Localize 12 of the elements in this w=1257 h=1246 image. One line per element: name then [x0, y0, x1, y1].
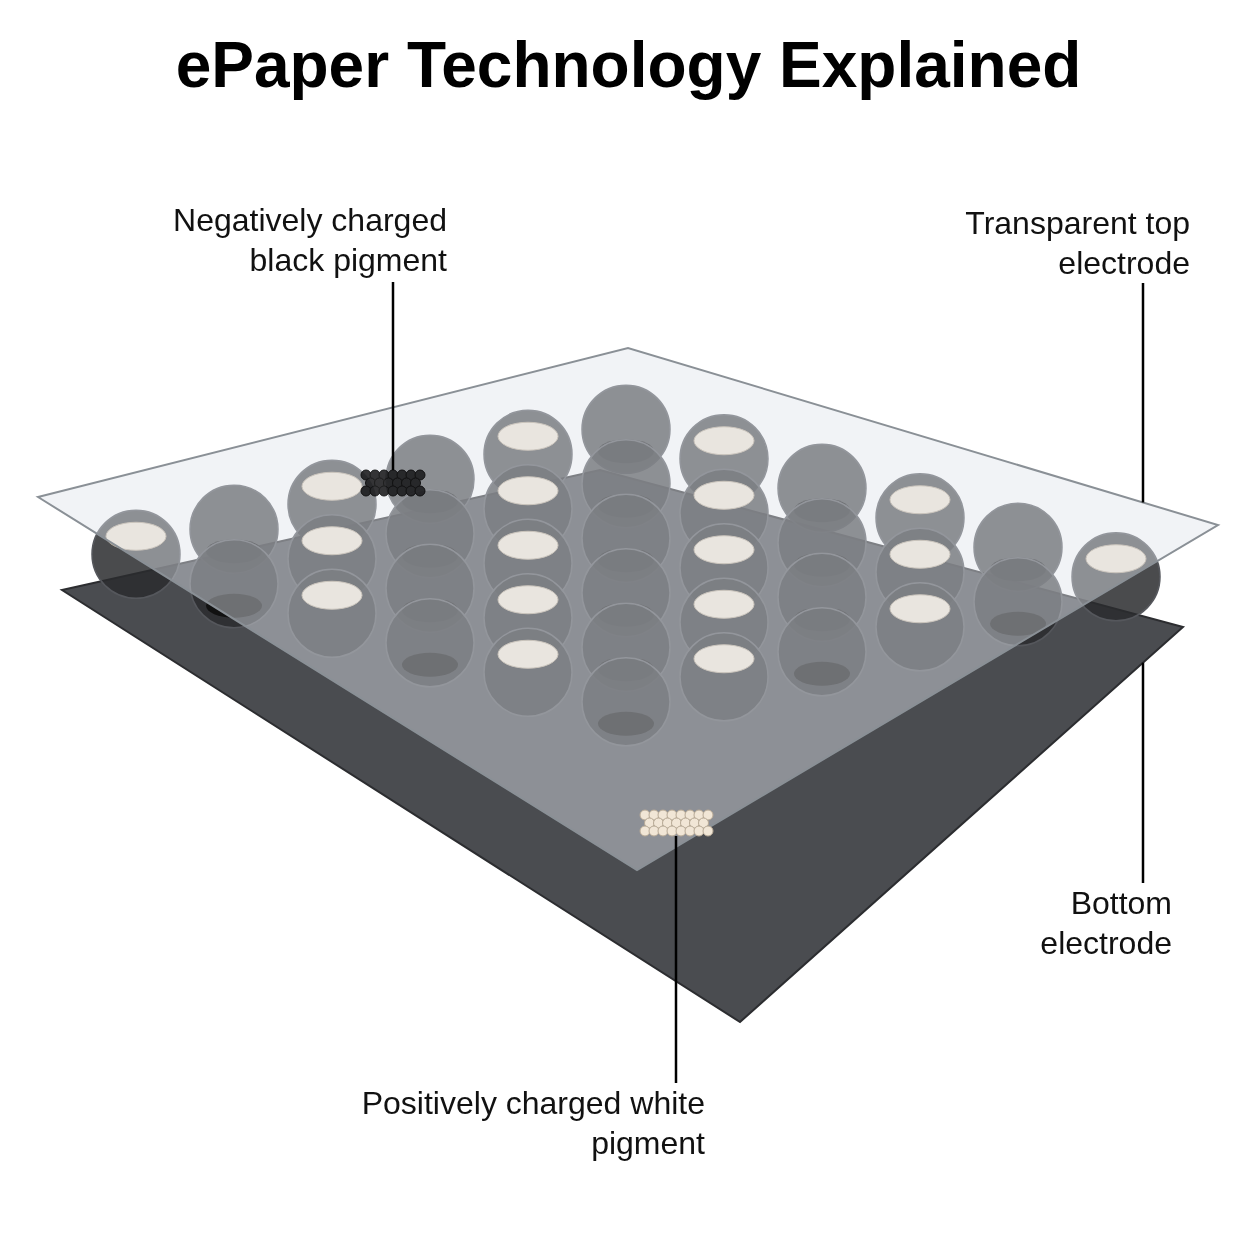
leader-line: [391, 282, 395, 470]
callout-text: Bottom electrode: [960, 883, 1172, 963]
electrode-plate: [38, 348, 1218, 870]
leader-line: [674, 836, 678, 1083]
callout-text: Negatively charged black pigment: [100, 200, 447, 282]
callout-text: Positively charged white pigment: [340, 1083, 705, 1163]
leader-line: [1141, 662, 1145, 883]
title: ePaper Technology Explained: [174, 28, 1083, 102]
pigment-cluster: [361, 470, 425, 496]
callout-text: Transparent top electrode: [880, 203, 1190, 283]
leader-line: [1141, 283, 1145, 503]
pigment-cluster: [640, 810, 713, 836]
